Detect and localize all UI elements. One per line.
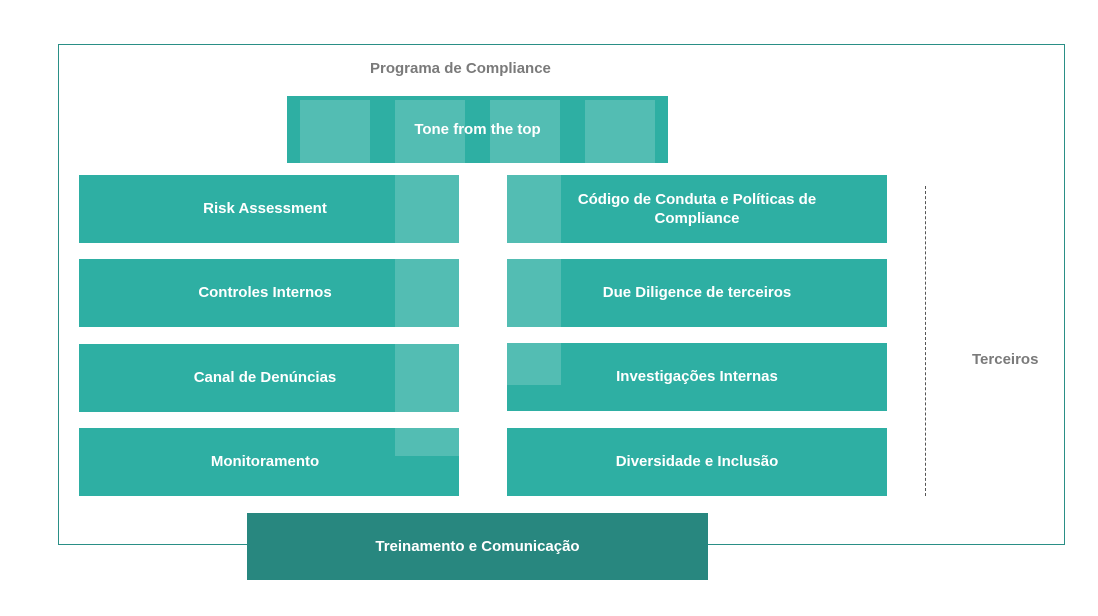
- codigo-de-conduta-box: Código de Conduta e Políticas de Complia…: [507, 175, 887, 243]
- box-label: Investigações Internas: [616, 368, 778, 386]
- box-label: Risk Assessment: [203, 200, 327, 218]
- third-parties-label: Terceiros: [972, 350, 1039, 368]
- decorative-band: [395, 344, 459, 412]
- diagram-title: Programa de Compliance: [370, 59, 551, 77]
- canal-de-denuncias-box: Canal de Denúncias: [79, 344, 459, 412]
- decorative-band: [507, 259, 561, 327]
- box-label: Canal de Denúncias: [193, 369, 337, 387]
- decorative-band: [395, 428, 459, 456]
- training-communication-box: Treinamento e Comunicação: [247, 513, 708, 580]
- tone-from-the-top-box: Tone from the top: [287, 96, 668, 163]
- controles-internos-box: Controles Internos: [79, 259, 459, 327]
- box-label: Código de Conduta e Políticas de Complia…: [577, 190, 817, 228]
- box-label: Controles Internos: [198, 284, 332, 302]
- decorative-band: [507, 343, 561, 385]
- decorative-band: [585, 100, 655, 163]
- monitoramento-box: Monitoramento: [79, 428, 459, 496]
- decorative-band: [395, 100, 465, 163]
- diversidade-e-inclusao-box: Diversidade e Inclusão: [507, 428, 887, 496]
- third-parties-divider: [925, 186, 926, 496]
- decorative-band: [395, 259, 459, 327]
- decorative-band: [507, 175, 561, 243]
- risk-assessment-box: Risk Assessment: [79, 175, 459, 243]
- decorative-band: [490, 100, 560, 163]
- box-label: Monitoramento: [210, 453, 320, 471]
- decorative-band: [395, 175, 459, 243]
- box-label: Tone from the top: [414, 120, 541, 138]
- box-label: Due Diligence de terceiros: [602, 284, 792, 302]
- due-diligence-box: Due Diligence de terceiros: [507, 259, 887, 327]
- box-label: Treinamento e Comunicação: [375, 537, 580, 555]
- box-label: Diversidade e Inclusão: [615, 453, 779, 471]
- investigacoes-internas-box: Investigações Internas: [507, 343, 887, 411]
- decorative-band: [300, 100, 370, 163]
